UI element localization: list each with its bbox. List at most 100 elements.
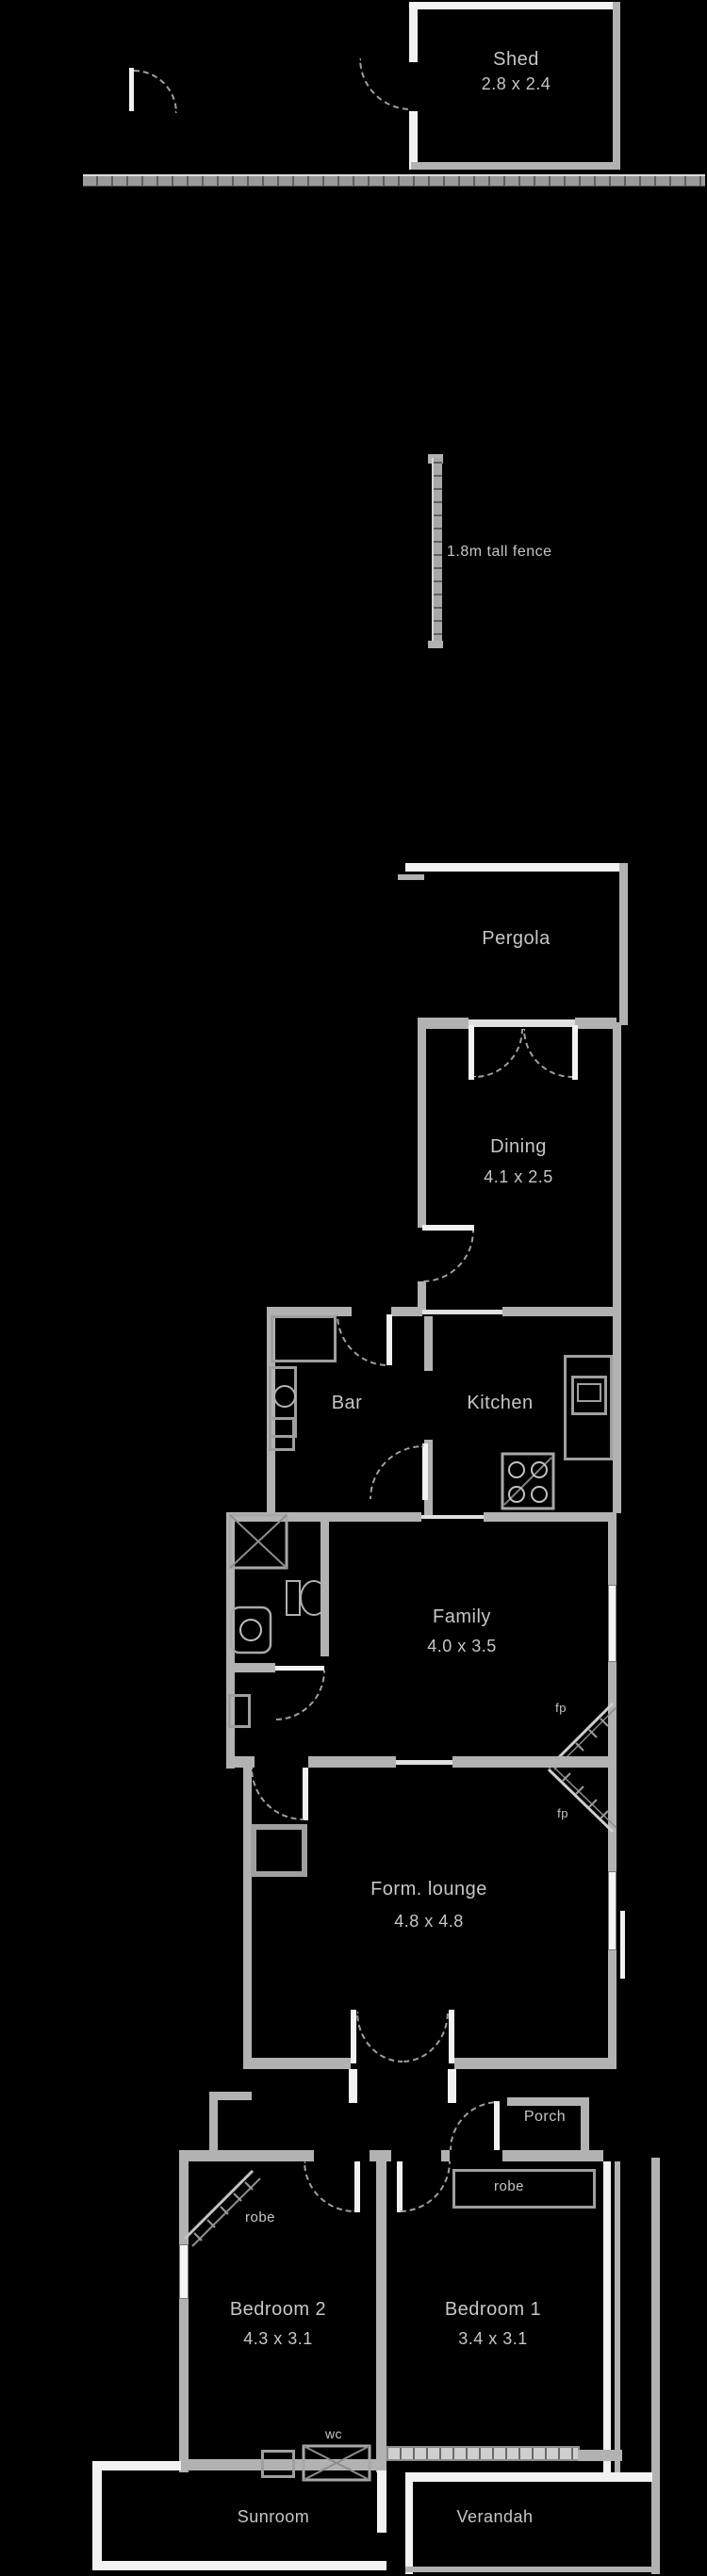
bed1-bottom-window <box>386 2446 580 2461</box>
dining-wall-top-right <box>575 1018 617 1029</box>
shed-wall-right <box>613 2 620 170</box>
kitchen-label: Kitchen <box>467 1393 534 1413</box>
dining-wall-right <box>613 1022 621 1312</box>
kitchen-dining-opening <box>422 1310 502 1314</box>
verandah-edge-bottom <box>405 2567 660 2572</box>
pergola-edge-right <box>619 863 628 1025</box>
lounge-dims: 4.8 x 4.8 <box>394 1912 464 1931</box>
oven-icon <box>571 1376 607 1415</box>
pergola-label: Pergola <box>482 928 551 949</box>
bar-kitchen-door-arc-icon <box>370 1445 423 1499</box>
bar-counter-icon <box>269 1366 297 1438</box>
shed-door-arc-icon <box>359 58 411 110</box>
toilet-icon <box>286 1580 328 1616</box>
fence-label: 1.8m tall fence <box>447 544 552 560</box>
fireplace-lounge-icon <box>547 1767 617 1834</box>
bar-cabinet-icon <box>269 1417 295 1451</box>
sunroom-wall-left <box>92 2465 102 2570</box>
lounge-label: Form. lounge <box>370 1879 487 1899</box>
lounge-french-leaf-left <box>351 2010 356 2063</box>
bed1-wall-bottom-right <box>578 2450 622 2461</box>
kitchen-bench-icon <box>564 1355 613 1460</box>
sunroom-label: Sunroom <box>237 2507 310 2526</box>
kitchen-wall-top <box>502 1307 616 1316</box>
bk-wall-bottom-right <box>484 1512 616 1522</box>
dining-wall-top-left <box>418 1018 469 1029</box>
bed2-door-arc-icon <box>304 2161 354 2212</box>
laundry-door-leaf <box>275 1666 324 1671</box>
dining-label: Dining <box>490 1136 547 1157</box>
pergola-edge-top <box>405 863 626 872</box>
family-wall-bottom-b <box>308 1756 396 1768</box>
bar-label: Bar <box>331 1393 363 1413</box>
vanity-icon <box>229 1606 272 1655</box>
sink-icon <box>273 1385 296 1408</box>
bedroom1-dims: 3.4 x 3.1 <box>458 2329 528 2348</box>
boundary-fence <box>83 174 705 187</box>
shed-wall-top <box>411 2 620 9</box>
french-door-leaf-left <box>469 1025 474 1080</box>
bench-icon <box>271 1315 337 1362</box>
lounge-french-leaf-right <box>449 2010 454 2063</box>
lounge-wall-left <box>243 1768 252 2067</box>
bedroom2-label: Bedroom 2 <box>229 2299 327 2320</box>
dining-door-leaf <box>422 1225 474 1231</box>
bedroom2-dims: 4.3 x 3.1 <box>243 2329 313 2348</box>
laundry-tub-icon <box>228 1694 251 1728</box>
shed-wall-left-upper <box>409 2 418 62</box>
hall-wall-corner <box>209 2092 252 2100</box>
verandah-label: Verandah <box>456 2507 534 2526</box>
bathroom-wall-top <box>226 1512 275 1522</box>
bed1-wall-right-inner <box>603 2161 611 2472</box>
shed-wall-left-lower <box>409 111 418 170</box>
lounge-french-jamb-right <box>448 2069 456 2103</box>
shed-wall-bottom <box>411 162 620 170</box>
family-lounge-opening <box>396 1760 452 1765</box>
pergola-edge-left <box>398 874 424 880</box>
lounge-door-arc-icon <box>251 1768 304 1820</box>
fence-post-bottom <box>428 641 443 648</box>
kitchen-wall-right <box>613 1310 621 1513</box>
porch-label: Porch <box>523 2109 567 2125</box>
lounge-door-leaf <box>303 1768 308 1820</box>
gate-arc-icon <box>134 70 177 113</box>
dining-wall-left <box>418 1022 426 1228</box>
lounge-french-arc-left-icon <box>356 2012 403 2062</box>
fp-label-lounge: fp <box>557 1806 568 1820</box>
verandah-edge-left <box>405 2472 413 2574</box>
family-label: Family <box>433 1606 491 1627</box>
bar-door-arc-icon <box>337 1314 388 1366</box>
french-door-arc-left-icon <box>474 1029 523 1078</box>
wc-cistern-icon <box>261 2450 295 2478</box>
sunroom-wall-top <box>92 2461 181 2470</box>
dining-wall-left-stub <box>418 1281 426 1312</box>
verandah-wall-top <box>405 2472 652 2482</box>
porch-wall-right <box>581 2097 589 2156</box>
wc-label: wc <box>324 2426 343 2441</box>
dining-door-arc-icon <box>422 1231 474 1282</box>
lounge-wall-bottom-left <box>243 2058 351 2069</box>
french-door-leaf-right <box>572 1025 578 1080</box>
bar-kitchen-door-leaf <box>422 1443 428 1500</box>
bed2-wall-left <box>179 2161 189 2472</box>
lounge-window-outer-frame <box>620 1911 625 1979</box>
side-fence <box>432 458 442 646</box>
cooktop-icon <box>501 1452 555 1510</box>
heater-icon <box>251 1824 307 1877</box>
bedrooms-wall-top-d <box>502 2150 603 2161</box>
family-wall-bottom-c <box>452 1756 616 1768</box>
robe-icon <box>452 2169 596 2209</box>
bedrooms-wall-top-b <box>370 2150 391 2161</box>
bed2-door-leaf <box>354 2161 360 2212</box>
bed1-door-arc-icon <box>400 2161 451 2212</box>
bar-wall-top-right <box>391 1307 422 1316</box>
front-door-leaf <box>494 2101 500 2150</box>
porch-wall-top <box>507 2097 588 2106</box>
sunroom-wall-bottom <box>92 2561 386 2570</box>
family-dims: 4.0 x 3.5 <box>427 1637 497 1655</box>
lounge-french-arc-right-icon <box>403 2012 449 2062</box>
bed2-window <box>179 2244 189 2299</box>
hall-opening <box>421 1515 484 1519</box>
shower-icon <box>228 1513 288 1570</box>
